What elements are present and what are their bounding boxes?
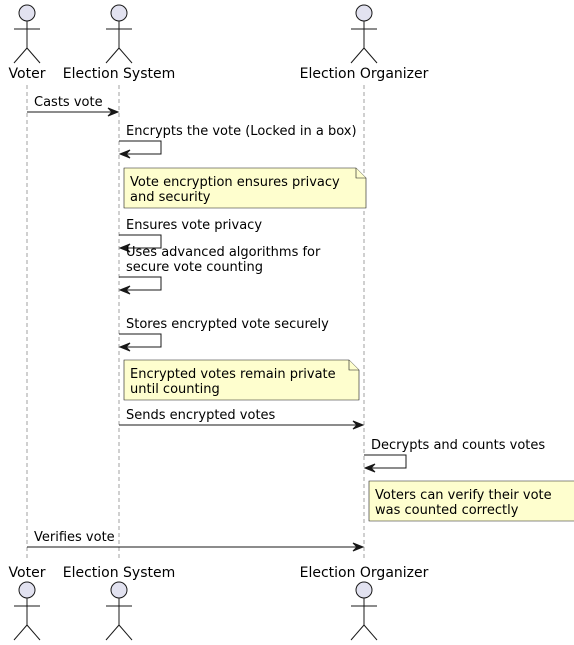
note-text: Vote encryption ensures privacy [130, 175, 340, 190]
actor-figure-organizer-bottom [350, 581, 378, 641]
arrowhead-icon [107, 107, 120, 117]
actor-figure-system-top [105, 4, 133, 64]
message: Decrypts and counts votes [363, 438, 545, 473]
actor-label-voter-top: Voter [9, 66, 46, 82]
note-text: Encrypted votes remain private [130, 367, 336, 382]
note-fold-icon [348, 360, 359, 371]
actor-leg-left [350, 47, 365, 64]
message-label: Uses advanced algorithms for [126, 245, 321, 260]
actor-label-organizer-bottom: Election Organizer [300, 565, 429, 581]
note-box [123, 167, 367, 209]
message: Verifies vote [27, 530, 365, 552]
message-label: Encrypts the vote (Locked in a box) [126, 124, 357, 139]
message: Sends encrypted votes [119, 408, 365, 430]
note-text: Voters can verify their vote [375, 488, 552, 503]
message-label: Sends encrypted votes [126, 408, 276, 423]
message-line [119, 140, 162, 155]
arrowhead-icon [118, 342, 131, 352]
actor-figure-voter-top [13, 4, 41, 64]
arrowhead-icon [118, 243, 131, 253]
actor-head-icon [110, 581, 128, 599]
message-label: Casts vote [34, 95, 103, 110]
actor-label-organizer-top: Election Organizer [300, 66, 429, 82]
lifelines [26, 85, 365, 560]
actor-head-icon [355, 4, 373, 22]
message: Casts vote [27, 95, 120, 117]
note-box [123, 359, 360, 401]
message: Ensures vote privacy [118, 218, 262, 253]
actor-leg-right [26, 624, 41, 641]
arrowhead-icon [352, 420, 365, 430]
message-line [119, 276, 162, 291]
actor-figure-system-bottom [105, 581, 133, 641]
actor-leg-left [13, 47, 28, 64]
actor-leg-right [118, 624, 133, 641]
message-label: Stores encrypted vote securely [126, 317, 329, 332]
message-label: Decrypts and counts votes [371, 438, 545, 453]
actor-leg-right [26, 47, 41, 64]
actor-label-system-bottom: Election System [63, 565, 176, 581]
actor-leg-left [105, 624, 120, 641]
note-box [368, 480, 574, 522]
actor-leg-right [363, 47, 378, 64]
actor-leg-right [363, 624, 378, 641]
arrowhead-icon [118, 285, 131, 295]
message-label: Verifies vote [34, 530, 115, 545]
note-text: until counting [130, 382, 220, 397]
message-line [119, 333, 162, 348]
actor-figure-voter-bottom [13, 581, 41, 641]
arrowhead-icon [363, 463, 376, 473]
actor-head-icon [110, 4, 128, 22]
arrowhead-icon [118, 149, 131, 159]
note-text: was counted correctly [375, 503, 519, 518]
actor-head-icon [18, 581, 36, 599]
arrowhead-icon [352, 542, 365, 552]
actor-leg-left [105, 47, 120, 64]
actor-figure-organizer-top [350, 4, 378, 64]
message-label: Ensures vote privacy [126, 218, 262, 233]
note-fold-icon [355, 168, 366, 179]
actor-label-system-top: Election System [63, 66, 176, 82]
message: Encrypts the vote (Locked in a box) [118, 124, 357, 159]
actor-head-icon [355, 581, 373, 599]
actor-leg-right [118, 47, 133, 64]
actor-leg-left [13, 624, 28, 641]
message-line [364, 454, 407, 469]
message-line [119, 234, 162, 249]
actor-label-voter-bottom: Voter [9, 565, 46, 581]
note-text: and security [130, 190, 211, 205]
actor-head-icon [18, 4, 36, 22]
actor-leg-left [350, 624, 365, 641]
message-label: secure vote counting [126, 260, 263, 275]
message: Stores encrypted vote securely [118, 317, 329, 352]
